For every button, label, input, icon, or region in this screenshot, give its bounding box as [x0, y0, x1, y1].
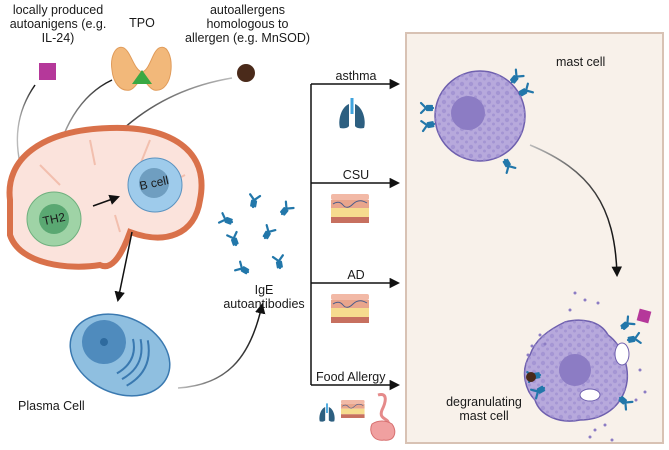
label-line: IL-24) — [41, 31, 75, 45]
tpo-triangle-icon — [132, 70, 152, 84]
skin-layers-icon — [330, 193, 370, 224]
arrow-mast-to-degranulating — [529, 144, 623, 278]
il24-label: locally produced autoanigens (e.g. IL-24… — [8, 3, 108, 45]
disease-label-asthma: asthma — [335, 69, 377, 83]
degranulating-mast-cell — [523, 291, 652, 442]
ige-antibody-cluster — [217, 193, 295, 278]
plasma-cell-label: Plasma Cell — [18, 399, 85, 413]
arrow-node-to-plasma — [114, 231, 133, 303]
label-line: IgE — [254, 283, 274, 297]
lungs-icon — [319, 403, 335, 422]
degranulating-mast-cell-label: degranulating mast cell — [444, 395, 524, 423]
label-line: autoallergens — [209, 3, 286, 17]
lymph-node — [6, 124, 205, 270]
skin-layers-icon — [330, 293, 370, 324]
arrow-plasma-to-ige — [177, 302, 266, 389]
mast-cell — [419, 68, 534, 174]
tpo-label: TPO — [122, 16, 162, 30]
il24-square-icon — [39, 63, 56, 80]
mast-cell-label: mast cell — [556, 55, 606, 69]
label-line: homologous to — [206, 17, 289, 31]
gut-icon — [370, 392, 396, 441]
arrow-th2-to-bcell — [92, 194, 120, 207]
label-line: mast cell — [459, 409, 509, 423]
disease-label-csu: CSU — [342, 168, 370, 182]
mnsod-circle-icon — [237, 64, 255, 82]
il24-bound-icon — [636, 308, 652, 324]
label-line: locally produced — [12, 3, 104, 17]
plasma-cell — [69, 313, 171, 397]
disease-branches — [310, 78, 401, 391]
skin-layers-icon — [340, 399, 365, 419]
label-line: autoanigens (e.g. — [9, 17, 107, 31]
thyroid-icon — [111, 46, 172, 91]
label-line: TPO — [129, 16, 155, 30]
label-line: allergen (e.g. MnSOD) — [185, 31, 311, 45]
disease-label-ad: AD — [347, 268, 365, 282]
ige-label: IgE autoantibodies — [218, 283, 310, 311]
lungs-icon — [339, 98, 365, 129]
disease-label-food-allergy: Food Allergy — [316, 370, 386, 384]
label-line: degranulating — [446, 395, 522, 409]
mnsod-label: autoallergens homologous to allergen (e.… — [185, 3, 310, 45]
mnsod-bound-icon — [526, 372, 536, 382]
label-line: autoantibodies — [223, 297, 305, 311]
